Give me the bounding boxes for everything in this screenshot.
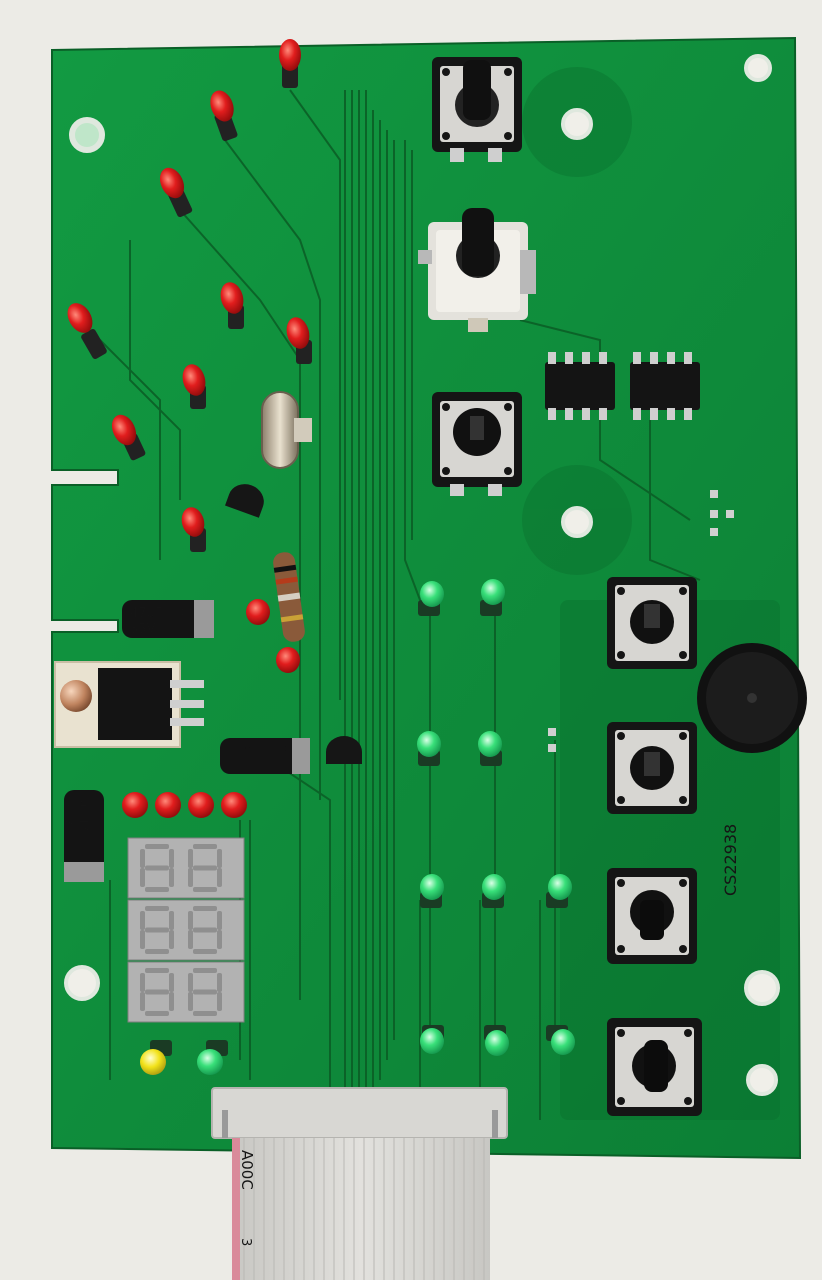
green-led xyxy=(478,731,502,766)
solder-pads xyxy=(548,490,734,752)
ic-chip xyxy=(630,352,700,420)
capacitor-label: 47µF xyxy=(130,606,162,621)
red-led xyxy=(111,414,146,461)
capacitor-label: 35 V xyxy=(63,800,76,825)
electrolytic-capacitor: °C (M)105°C xyxy=(220,738,310,774)
red-led-group xyxy=(67,39,312,818)
green-led xyxy=(484,1025,509,1056)
ribbon-cable: A00C 3 xyxy=(232,1138,490,1280)
capacitor-label: 35V xyxy=(130,622,156,637)
tactile-button[interactable] xyxy=(432,57,522,162)
red-led xyxy=(188,792,214,818)
tactile-button[interactable] xyxy=(607,1018,702,1116)
board-code: CS22938 xyxy=(721,824,740,896)
tactile-button[interactable] xyxy=(432,392,522,496)
green-led xyxy=(546,1025,575,1055)
red-led xyxy=(155,792,181,818)
ribbon-label: A00C xyxy=(238,1150,256,1190)
transistor xyxy=(326,736,362,764)
red-led xyxy=(122,792,148,818)
green-led xyxy=(420,1025,444,1054)
capacitor-label: 35 xyxy=(178,623,192,636)
seven-segment-digit xyxy=(140,968,174,1016)
green-led xyxy=(418,581,444,616)
green-led xyxy=(420,874,444,908)
red-led xyxy=(286,317,312,364)
green-led-group xyxy=(197,579,575,1075)
seven-segment-digit xyxy=(140,906,174,954)
yellow-led xyxy=(140,1040,172,1075)
green-led xyxy=(417,731,441,766)
tactile-button[interactable] xyxy=(607,722,697,814)
green-led xyxy=(482,874,506,908)
red-led xyxy=(221,792,247,818)
red-led xyxy=(276,647,300,673)
red-led xyxy=(67,303,107,360)
red-led xyxy=(181,507,206,552)
electrolytic-capacitor: 47µF 35V 47 35 xyxy=(122,600,214,638)
tactile-button[interactable] xyxy=(607,577,697,669)
crystal-oscillator xyxy=(261,391,312,469)
green-led xyxy=(546,874,572,908)
tactile-button[interactable] xyxy=(607,868,697,964)
mounting-holes xyxy=(64,54,780,1096)
ribbon-connector xyxy=(211,1087,508,1139)
capacitor-label: 47 xyxy=(178,607,192,620)
seven-segment-digit xyxy=(188,968,222,1016)
red-led xyxy=(279,39,301,88)
rotary-encoder[interactable] xyxy=(418,208,536,332)
ic-chip xyxy=(545,352,615,420)
capacitor-label: µF 47 xyxy=(77,800,90,831)
resistor xyxy=(273,552,305,642)
transistor xyxy=(225,484,264,518)
red-led xyxy=(220,282,244,329)
ribbon-label: 3 xyxy=(238,1238,253,1246)
pcb-traces xyxy=(99,89,701,1120)
seven-segment-display-group xyxy=(127,837,245,1023)
green-led xyxy=(197,1040,228,1075)
seven-segment-digit xyxy=(188,844,222,892)
red-led xyxy=(159,167,193,218)
capacitor-label: °C (M)105°C xyxy=(224,744,287,755)
green-led xyxy=(480,579,505,616)
red-led xyxy=(182,364,206,409)
voltage-regulator xyxy=(54,661,204,748)
buzzer xyxy=(697,643,807,753)
red-led xyxy=(210,90,238,142)
seven-segment-digit xyxy=(140,844,174,892)
seven-segment-digit xyxy=(188,906,222,954)
electrolytic-capacitor: µF 47 35 V xyxy=(63,790,104,882)
red-led xyxy=(246,599,270,625)
